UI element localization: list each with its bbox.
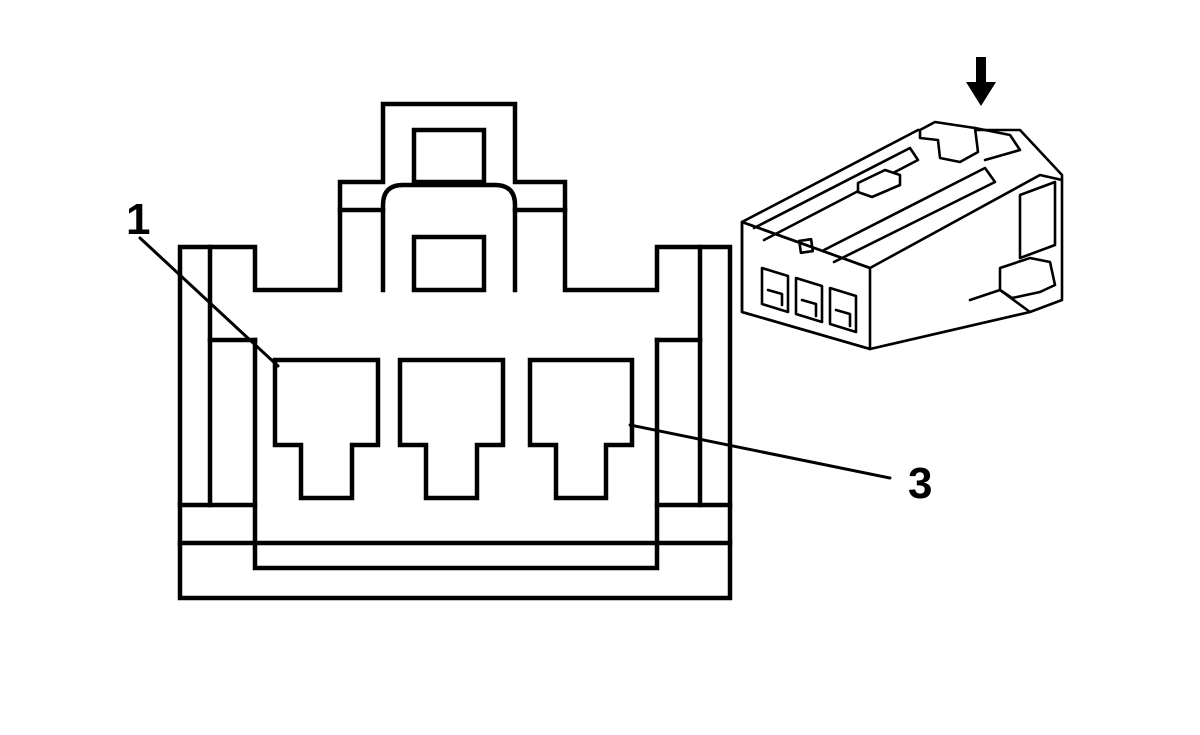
- iso-top-rail-right: [868, 173, 1064, 270]
- iso-terminal-opening-1: [760, 266, 790, 314]
- iso-bottom-skirt: [968, 288, 1032, 314]
- iso-side-panel: [1018, 180, 1057, 260]
- iso-front-top-edge: [740, 220, 872, 270]
- terminal-cavity-1: [272, 357, 381, 501]
- iso-latch-ramp: [973, 126, 1022, 162]
- arrow-down-icon: [966, 57, 996, 106]
- latch-center-window: [411, 234, 487, 293]
- housing-outline: [177, 101, 733, 601]
- iso-latch-block: [918, 120, 980, 164]
- iso-indicator-square: [797, 237, 815, 255]
- iso-top-tab: [856, 168, 902, 199]
- inner-cavity: [252, 337, 660, 571]
- latch-arch: [380, 182, 518, 293]
- latch-window: [411, 127, 487, 185]
- terminal-cavity-2: [397, 357, 506, 501]
- callout-label-3: 3: [908, 459, 932, 508]
- connector-front-view: 1 3: [126, 101, 932, 601]
- iso-top-rail-left: [752, 146, 920, 242]
- callout-leader-1: [138, 236, 280, 368]
- iso-terminal-opening-2: [794, 276, 824, 324]
- iso-terminal-opening-3: [828, 286, 858, 334]
- iso-top-rail-mid: [822, 166, 997, 264]
- callout-label-1: 1: [126, 195, 150, 244]
- callout-leader-3: [628, 423, 892, 480]
- connector-isometric-view: [740, 57, 1064, 351]
- terminal-cavity-3: [527, 357, 635, 501]
